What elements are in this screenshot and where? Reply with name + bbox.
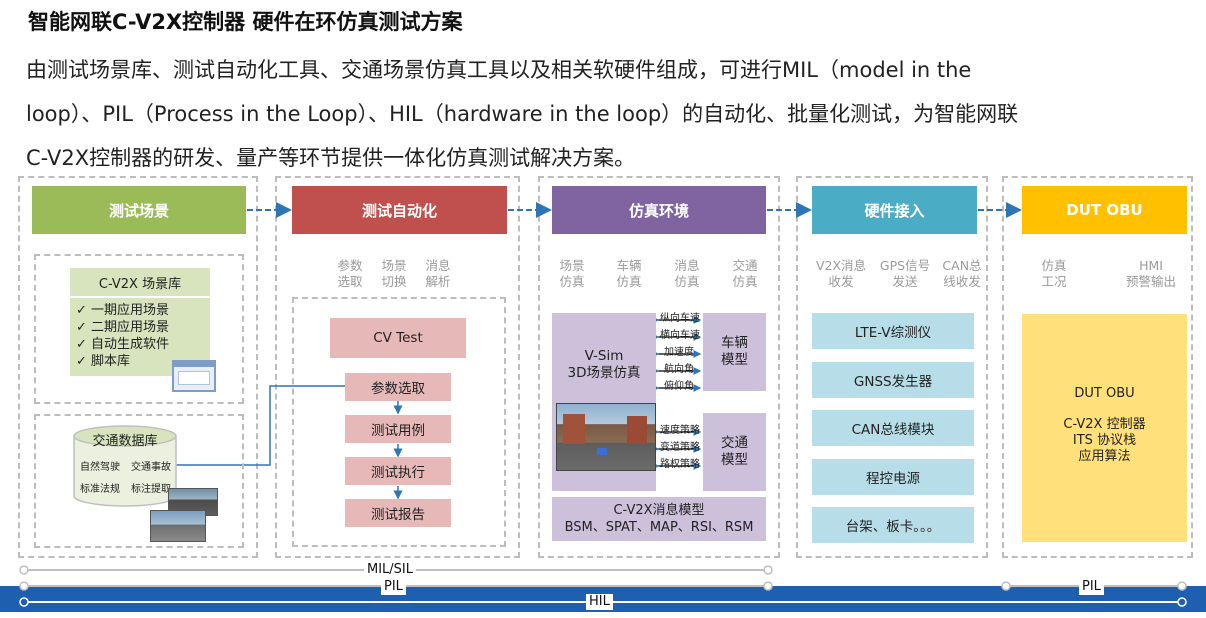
dut-controller: C-V2X 控制器	[1063, 417, 1146, 432]
traffic-db-frame	[34, 414, 244, 548]
pil-right-label: PIL	[1079, 579, 1104, 595]
vehicle-model-box: 车辆模型	[703, 313, 766, 391]
dut-algorithm: 应用算法	[1078, 449, 1131, 464]
traffic-db-tag: 自然驾驶	[80, 462, 120, 473]
device-ltev: LTE-V综测仪	[812, 313, 974, 349]
column-test-scenarios	[18, 176, 258, 558]
description-line-1: 由测试场景库、测试自动化工具、交通场景仿真工具以及相关软硬件组成，可进行MIL（…	[26, 58, 972, 82]
description-line-2: loop）、PIL（Process in the Loop）、HIL（hardw…	[26, 102, 1019, 126]
scene-lib-item: ✓ 二期应用场景	[76, 320, 170, 335]
hw-label: V2X消息收发	[815, 258, 867, 289]
vehicle-signal-arrows	[651, 316, 702, 470]
sim-label: 交通仿真	[732, 258, 758, 289]
step-report: 测试报告	[345, 499, 451, 527]
vehicle-signal: 纵向车速	[660, 313, 700, 324]
traffic-model-box: 交通模型	[703, 413, 766, 491]
page-title: 智能网联C-V2X控制器 硬件在环仿真测试方案	[28, 10, 463, 34]
window-icon	[172, 360, 216, 392]
vehicle-signal: 航向角	[664, 364, 694, 375]
column-hardware-access	[796, 176, 988, 558]
scene-lib-title: C-V2X 场景库	[70, 268, 210, 296]
header-test-scenarios: 测试场景	[32, 186, 246, 234]
cv-test-box: CV Test	[330, 318, 466, 358]
auto-label: 消息解析	[425, 258, 451, 289]
device-can: CAN总线模块	[812, 410, 974, 446]
dut-label: 仿真工况	[1041, 258, 1067, 289]
scene-lib-item: ✓ 脚本库	[76, 354, 131, 369]
description-line-3: C-V2X控制器的研发、量产等环节提供一体化仿真测试解决方案。	[26, 146, 636, 170]
scene-lib-item: ✓ 自动生成软件	[76, 337, 170, 352]
traffic-signal: 路权策略	[660, 459, 700, 470]
scene-lib-frame	[34, 254, 244, 404]
traffic-signal: 变道策略	[660, 442, 700, 453]
header-dut-obu: DUT OBU	[1022, 186, 1187, 234]
vehicle-signal: 加速度	[664, 347, 694, 358]
header-test-automation: 测试自动化	[292, 186, 507, 234]
pil-left-label: PIL	[381, 579, 406, 595]
column-test-automation	[275, 176, 520, 558]
sim-label: 车辆仿真	[616, 258, 642, 289]
traffic-db-title: 交通数据库	[92, 434, 158, 449]
mil-sil-label: MIL/SIL	[364, 562, 417, 578]
sim-label: 场景仿真	[559, 258, 585, 289]
dut-obu-box: DUT OBU C-V2X 控制器 ITS 协议栈 应用算法	[1022, 314, 1187, 542]
step-params: 参数选取	[345, 373, 451, 401]
hw-label: CAN总线收发	[942, 258, 982, 289]
traffic-db-tag: 交通事故	[131, 462, 171, 473]
sim-label: 消息仿真	[674, 258, 700, 289]
automation-frame	[292, 297, 506, 547]
dut-title: DUT OBU	[1074, 386, 1135, 401]
header-hardware-access: 硬件接入	[812, 186, 977, 234]
database-icon	[73, 425, 177, 507]
auto-label: 场景切换	[381, 258, 407, 289]
step-test-cases: 测试用例	[345, 415, 451, 443]
vehicle-signal: 俯仰角	[664, 381, 694, 392]
hil-label: HIL	[586, 594, 613, 610]
hw-label: GPS信号发送	[879, 258, 931, 289]
step-execution: 测试执行	[345, 457, 451, 485]
column-dut-obu	[1002, 176, 1193, 558]
connector-db-to-params	[176, 385, 345, 466]
traffic-db-tag: 标注提取	[131, 484, 171, 495]
device-bench: 台架、板卡。。。	[812, 507, 974, 543]
vehicle-signal: 横向车速	[660, 330, 700, 341]
device-power: 程控电源	[812, 459, 974, 495]
road-image	[150, 510, 206, 542]
column-simulation-environment	[538, 176, 780, 558]
3d-scene-image	[556, 403, 656, 471]
dut-protocol: ITS 协议栈	[1072, 433, 1137, 448]
device-gnss: GNSS发生器	[812, 362, 974, 398]
scene-lib-item: ✓ 一期应用场景	[76, 303, 170, 318]
traffic-db-tag: 标准法规	[80, 484, 120, 495]
traffic-signal: 速度策略	[660, 425, 700, 436]
header-simulation-environment: 仿真环境	[552, 186, 766, 234]
auto-label: 参数选取	[337, 258, 363, 289]
